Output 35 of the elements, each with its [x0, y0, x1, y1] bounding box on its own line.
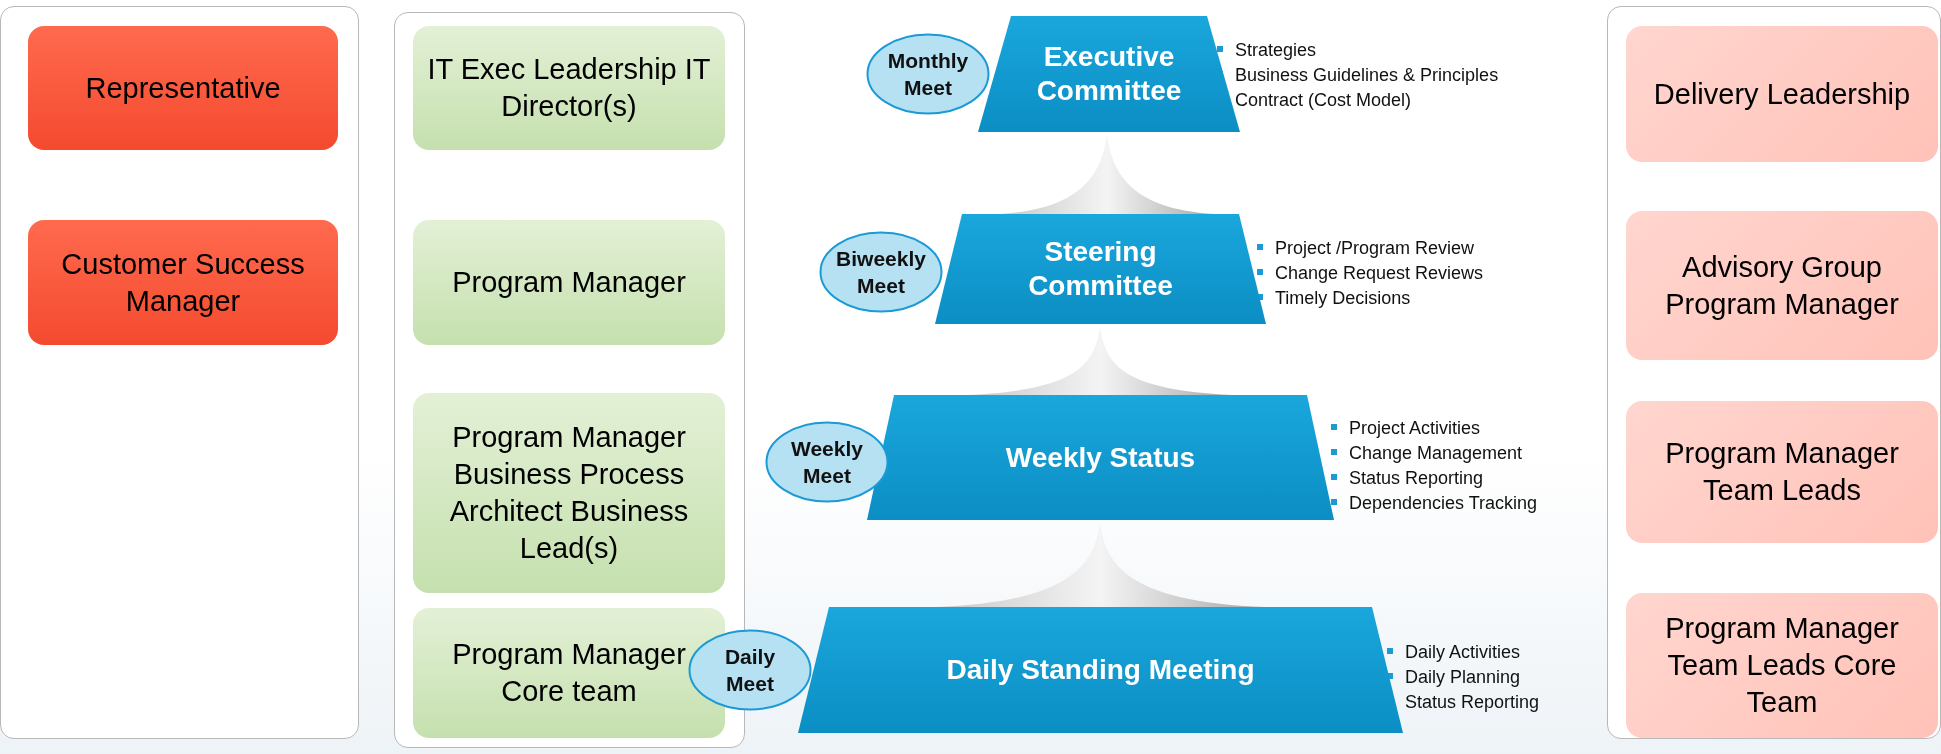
- bullet-item: Business Guidelines & Principles: [1217, 63, 1499, 88]
- bullet-item: Status Reporting: [1387, 690, 1540, 715]
- role-card: Delivery Leadership: [1626, 26, 1938, 162]
- meeting-frequency: Biweekly Meet: [835, 245, 927, 299]
- meeting-ellipse: [688, 629, 812, 711]
- column-panel: [0, 6, 359, 739]
- meeting-ellipse: [765, 421, 889, 503]
- bullet-item: Daily Activities: [1387, 640, 1540, 665]
- role-card: IT Exec Leadership IT Director(s): [413, 26, 725, 150]
- bullet-item: Project Activities: [1331, 416, 1538, 441]
- role-card: Program Manager Team Leads: [1626, 401, 1938, 543]
- role-card: Customer Success Manager: [28, 220, 338, 345]
- bullet-item: Change Management: [1331, 441, 1538, 466]
- role-card: Program Manager Business Process Architect Business Lead(s): [413, 393, 725, 593]
- tier-title: Executive Committee: [1035, 40, 1183, 108]
- tier-title: Weekly Status: [1005, 440, 1196, 475]
- role-card: Program Manager Team Leads Core Team: [1626, 593, 1938, 738]
- tier-title: Steering Committee: [1027, 235, 1174, 303]
- bullet-item: Strategies: [1217, 38, 1499, 63]
- role-card: Program Manager: [413, 220, 725, 345]
- bullet-item: Contract (Cost Model): [1217, 88, 1499, 113]
- meeting-ellipse: [866, 33, 990, 115]
- role-card: Program Manager Core team: [413, 608, 725, 738]
- meeting-frequency: Weekly Meet: [790, 435, 864, 489]
- role-card: Advisory Group Program Manager: [1626, 211, 1938, 360]
- tier-title: Daily Standing Meeting: [946, 653, 1255, 687]
- bullet-item: Status Reporting: [1331, 466, 1538, 491]
- meeting-frequency: Monthly Meet: [886, 47, 970, 101]
- column-panel: [1607, 6, 1941, 739]
- role-card: Representative: [28, 26, 338, 150]
- bullet-item: Project /Program Review: [1257, 236, 1484, 261]
- meeting-frequency: Daily Meet: [723, 643, 777, 697]
- bullet-item: Dependencies Tracking: [1331, 491, 1538, 516]
- meeting-ellipse: [819, 231, 943, 313]
- bullet-item: Change Request Reviews: [1257, 261, 1484, 286]
